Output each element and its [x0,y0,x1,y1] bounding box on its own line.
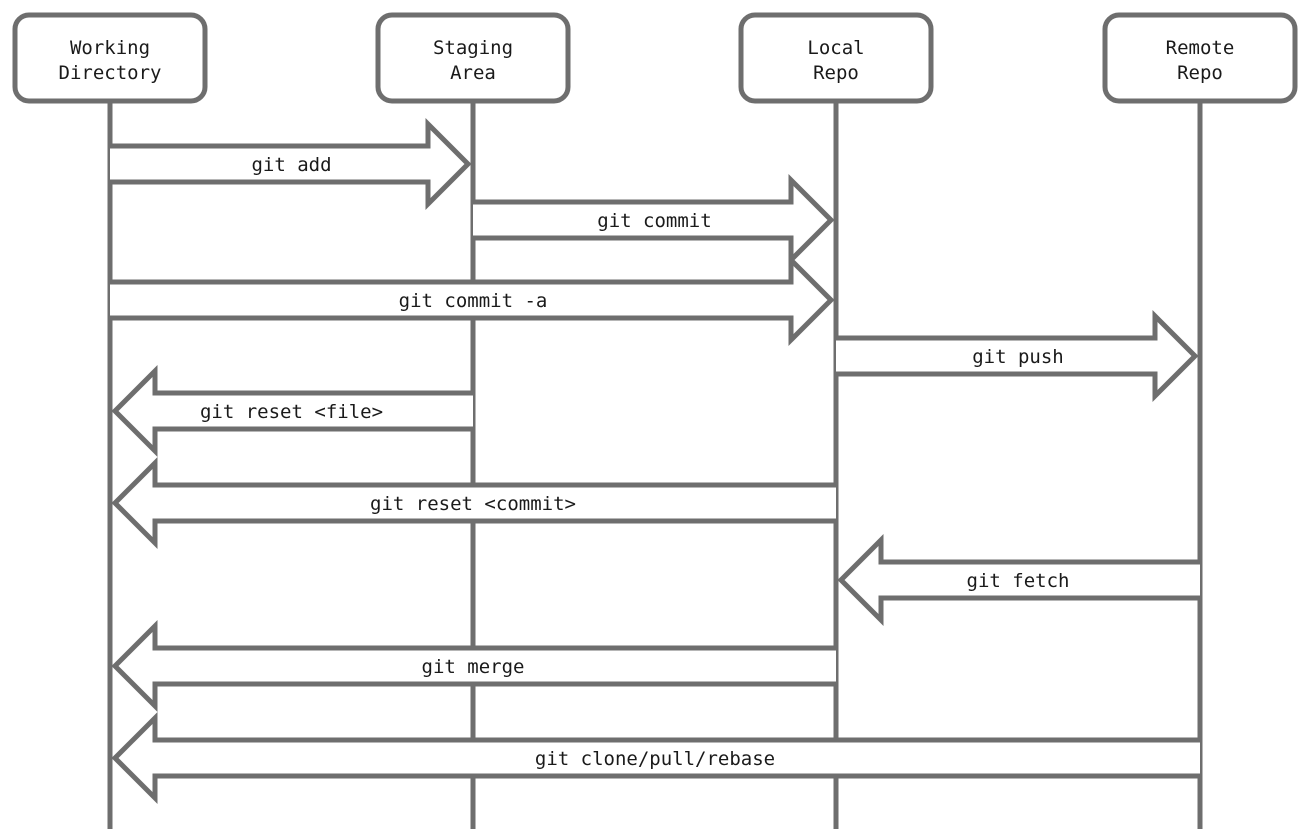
participant-label: Directory [59,62,162,84]
message-arrow: git fetch [837,533,1200,627]
message-label: git push [972,346,1064,368]
arrow-shape [110,117,472,211]
participant-label: Area [450,62,496,84]
message-arrow: git commit -a [110,253,835,347]
participant-label: Working [70,37,150,59]
arrow-shape [111,456,836,550]
message-arrow: git add [110,117,472,211]
participant-box [738,12,934,104]
arrow-shape [836,309,1199,403]
arrow-shape [111,619,836,713]
participant-label: Repo [1177,62,1223,84]
participant-label: Repo [813,62,859,84]
message-arrow: git clone/pull/rebase [111,711,1200,805]
message-label: git merge [422,656,525,678]
message-label: git reset <commit> [370,493,576,515]
participant-box [1102,12,1298,104]
participant-box [12,12,208,104]
arrow-shape [110,253,835,347]
message-arrow: git merge [111,619,836,713]
participant-label: Staging [433,37,513,59]
message-label: git reset <file> [200,401,383,423]
arrow-shape [111,364,473,458]
arrow-shape [473,173,835,267]
participant-label: Remote [1166,37,1235,59]
message-arrow: git push [836,309,1199,403]
message-label: git commit -a [399,290,548,312]
message-arrow: git commit [473,173,835,267]
participant-label: Local [807,37,864,59]
message-arrow: git reset <commit> [111,456,836,550]
message-label: git fetch [967,570,1070,592]
message-arrow: git reset <file> [111,364,473,458]
message-label: git clone/pull/rebase [535,748,775,770]
participant-box [375,12,571,104]
arrow-shape [111,711,1200,805]
message-label: git add [251,154,331,176]
message-label: git commit [597,210,711,232]
arrow-shape [837,533,1200,627]
